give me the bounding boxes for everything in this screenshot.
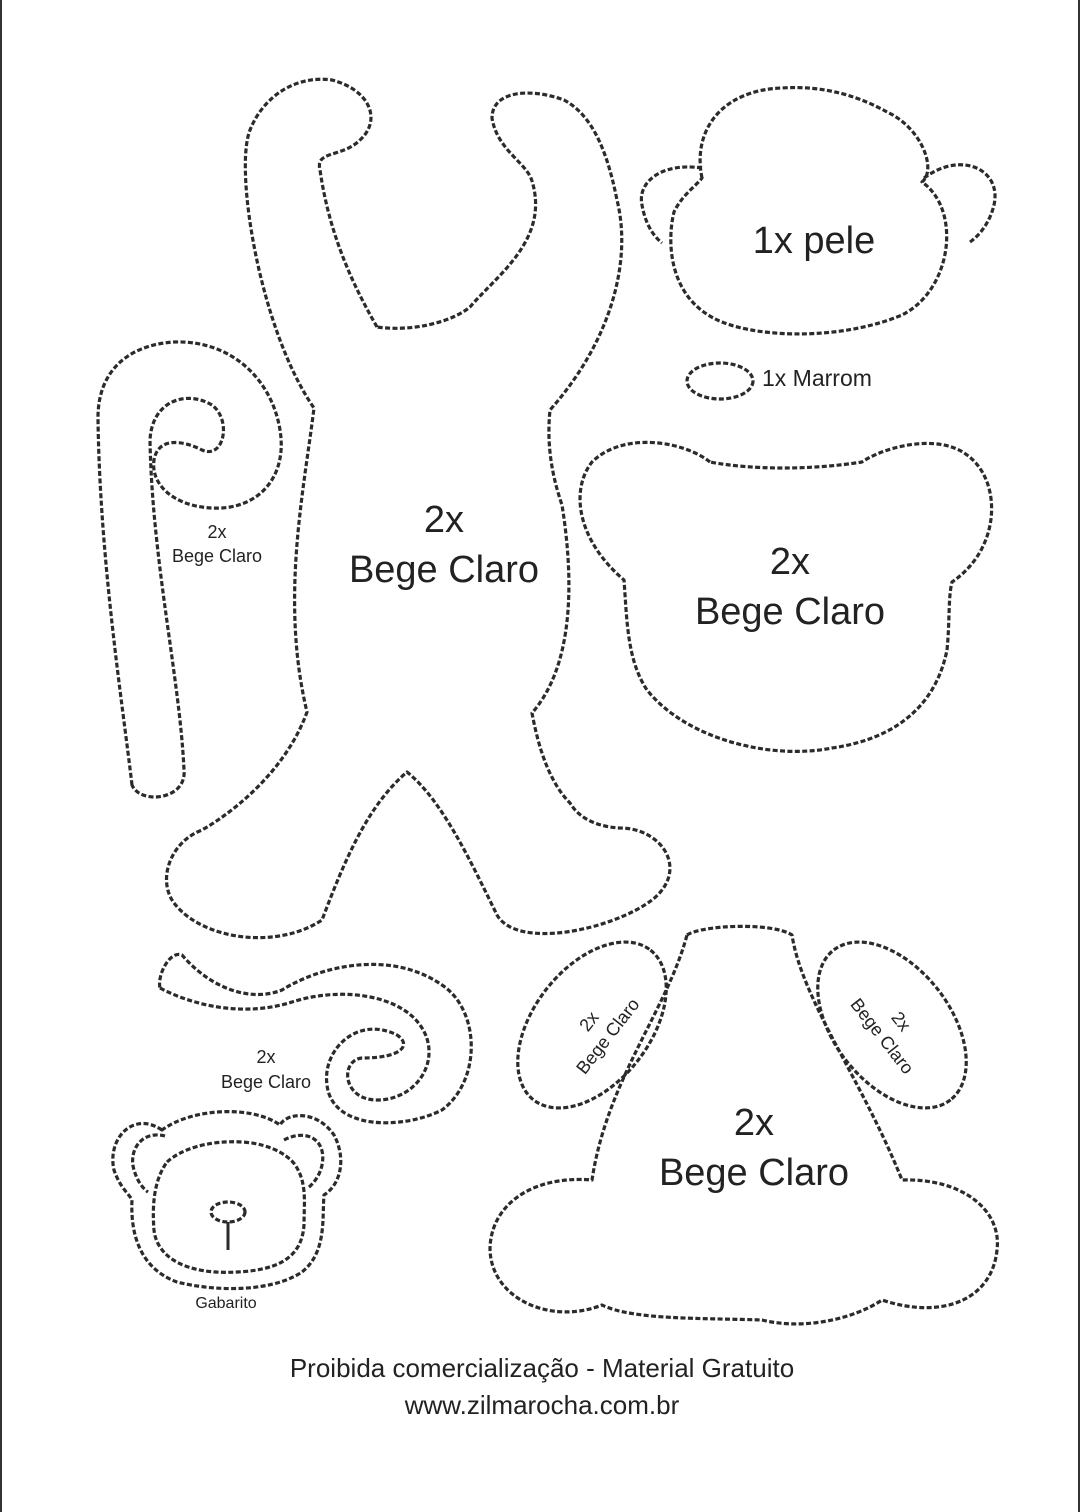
leg-base-outline bbox=[488, 924, 999, 1326]
template-outer-outline bbox=[111, 1110, 343, 1291]
tail-left-outline bbox=[96, 340, 283, 799]
head-material: Bege Claro bbox=[695, 591, 885, 633]
footer-website: www.zilmarocha.com.br bbox=[404, 1390, 680, 1420]
template-inner-outline bbox=[151, 1140, 307, 1274]
template-label: Gabarito bbox=[195, 1295, 256, 1312]
ear-right-material: Bege Claro bbox=[847, 995, 918, 1078]
tail-left-count: 2x bbox=[207, 522, 226, 542]
nose-label: 1x Marrom bbox=[762, 365, 872, 391]
tail-bottom-outline bbox=[157, 952, 473, 1125]
template-ear-left-inner bbox=[131, 1133, 166, 1194]
head-count: 2x bbox=[770, 541, 810, 583]
body-outline bbox=[164, 77, 672, 940]
face-skin-outline bbox=[669, 85, 949, 336]
face-skin-label: 1x pele bbox=[753, 220, 876, 262]
body-material: Bege Claro bbox=[349, 549, 539, 591]
tail-bottom-count: 2x bbox=[256, 1047, 275, 1067]
leg-base-material: Bege Claro bbox=[659, 1152, 849, 1194]
template-ear-right-inner bbox=[283, 1133, 325, 1190]
ear-left-outline bbox=[516, 940, 668, 1110]
ear-right-outline bbox=[816, 940, 968, 1110]
face-skin-ear-right bbox=[923, 163, 997, 244]
body-count: 2x bbox=[424, 499, 464, 541]
tail-left-material: Bege Claro bbox=[172, 546, 262, 566]
head-outline bbox=[578, 440, 994, 753]
face-skin-ear-left bbox=[639, 165, 703, 245]
leg-base-count: 2x bbox=[734, 1102, 774, 1144]
nose-outline bbox=[685, 361, 755, 401]
footer-notice: Proibida comercialização - Material Grat… bbox=[289, 1353, 795, 1383]
template-nose-icon bbox=[209, 1200, 247, 1224]
tail-bottom-material: Bege Claro bbox=[221, 1072, 311, 1092]
